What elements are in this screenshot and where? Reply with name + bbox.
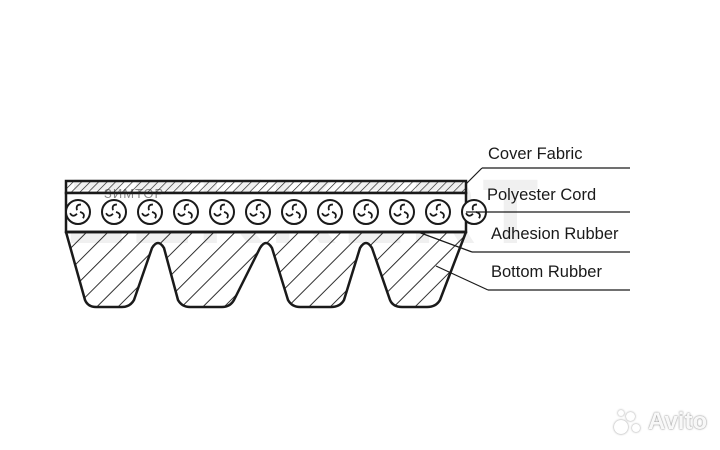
cord-circle [245, 199, 271, 225]
cord-strand [327, 203, 333, 211]
cord-strand [435, 203, 441, 211]
cord-strand [219, 203, 225, 211]
cord-circle [281, 199, 307, 225]
cord-strand [79, 211, 85, 219]
cord-strand [183, 203, 189, 211]
cord-strand [291, 203, 297, 211]
cord-strand [403, 211, 409, 219]
cord-circle [173, 199, 199, 225]
cord-strand [439, 211, 445, 219]
overlay-watermark: ЗИМТОР [104, 186, 165, 201]
cord-circle [209, 199, 235, 225]
cord-strand [285, 212, 294, 217]
cord-strand [111, 203, 117, 211]
leader-adhesion-rubber [417, 231, 473, 253]
cord-strand [223, 211, 229, 219]
cord-strand [187, 211, 193, 219]
label-adhesion-rubber: Adhesion Rubber [491, 225, 619, 243]
cord-strand [367, 211, 373, 219]
cord-strand [141, 212, 150, 217]
cord-strand [75, 203, 81, 211]
cord-strand [295, 211, 301, 219]
leader-bottom-rubber [435, 265, 489, 291]
cord-strand [471, 203, 477, 211]
label-bottom-rubber: Bottom Rubber [491, 263, 602, 281]
avito-text: Avito [648, 408, 708, 435]
cord-strand [363, 203, 369, 211]
cord-strand [357, 212, 366, 217]
leader-cover-fabric [465, 167, 483, 185]
cord-strand [393, 212, 402, 217]
cord-strand [249, 212, 258, 217]
cord-strand [331, 211, 337, 219]
label-polyester-cord: Polyester Cord [487, 186, 597, 204]
avito-watermark: Avito [612, 408, 707, 436]
cord-strand [259, 211, 265, 219]
cord-circle [65, 199, 91, 225]
cord-circle [317, 199, 343, 225]
cord-strand [69, 212, 78, 217]
bottom-rubber-outline [64, 230, 468, 309]
cord-strand [177, 212, 186, 217]
cord-strand [429, 212, 438, 217]
cord-circle [137, 199, 163, 225]
cord-group [65, 199, 487, 225]
label-cover-fabric: Cover Fabric [488, 145, 583, 163]
cord-circle [389, 199, 415, 225]
cord-strand [105, 212, 114, 217]
cord-strand [399, 203, 405, 211]
cord-strand [255, 203, 261, 211]
cord-circle [353, 199, 379, 225]
cord-strand [115, 211, 121, 219]
cord-strand [465, 212, 474, 217]
cord-strand [321, 212, 330, 217]
cord-strand [151, 211, 157, 219]
cord-circle [425, 199, 451, 225]
cord-circle [101, 199, 127, 225]
avito-logo-icon [612, 408, 644, 436]
cord-strand [147, 203, 153, 211]
cord-strand [213, 212, 222, 217]
